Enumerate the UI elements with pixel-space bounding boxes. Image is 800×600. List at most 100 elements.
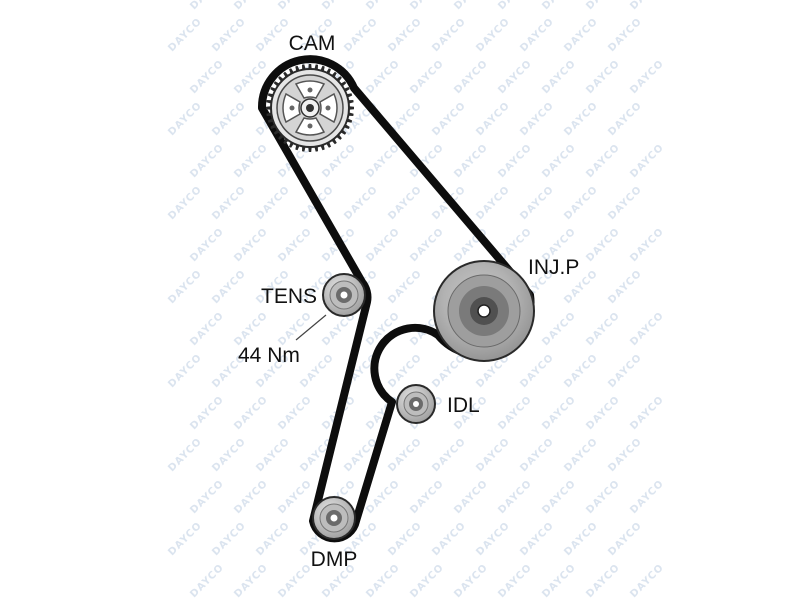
watermark-text: DAYCO bbox=[166, 184, 204, 222]
watermark-text: DAYCO bbox=[584, 394, 622, 432]
watermark-text: DAYCO bbox=[166, 268, 204, 306]
watermark-text: DAYCO bbox=[606, 268, 644, 306]
watermark-text: DAYCO bbox=[562, 100, 600, 138]
watermark-text: DAYCO bbox=[496, 478, 534, 516]
watermark-text: DAYCO bbox=[232, 310, 270, 348]
watermark-text: DAYCO bbox=[562, 352, 600, 390]
watermark-text: DAYCO bbox=[364, 226, 402, 264]
watermark-text: DAYCO bbox=[276, 562, 314, 600]
watermark-text: DAYCO bbox=[166, 100, 204, 138]
watermark-text: DAYCO bbox=[540, 310, 578, 348]
watermark-text: DAYCO bbox=[628, 310, 666, 348]
label-dmp: DMP bbox=[311, 548, 358, 571]
label-cam: CAM bbox=[289, 32, 336, 55]
watermark-text: DAYCO bbox=[562, 184, 600, 222]
watermark-text: DAYCO bbox=[562, 520, 600, 558]
watermark-text: DAYCO bbox=[320, 142, 358, 180]
watermark-text: DAYCO bbox=[386, 520, 424, 558]
watermark-text: DAYCO bbox=[562, 16, 600, 54]
watermark-text: DAYCO bbox=[408, 0, 446, 12]
watermark-text: DAYCO bbox=[628, 562, 666, 600]
watermark-text: DAYCO bbox=[166, 520, 204, 558]
watermark-text: DAYCO bbox=[342, 16, 380, 54]
watermark-text: DAYCO bbox=[452, 0, 490, 12]
watermark-text: DAYCO bbox=[584, 0, 622, 12]
watermark-text: DAYCO bbox=[430, 436, 468, 474]
watermark-text: DAYCO bbox=[452, 142, 490, 180]
watermark-text: DAYCO bbox=[254, 16, 292, 54]
watermark-text: DAYCO bbox=[298, 352, 336, 390]
watermark-text: DAYCO bbox=[540, 394, 578, 432]
watermark-text: DAYCO bbox=[628, 0, 666, 12]
watermark-text: DAYCO bbox=[188, 226, 226, 264]
damper-pulley bbox=[312, 496, 356, 540]
cam-sprocket-tooth bbox=[266, 106, 271, 110]
watermark-text: DAYCO bbox=[606, 436, 644, 474]
watermark-text: DAYCO bbox=[276, 478, 314, 516]
watermark-text: DAYCO bbox=[628, 142, 666, 180]
watermark-text: DAYCO bbox=[254, 184, 292, 222]
cam-sprocket-tooth bbox=[349, 106, 354, 110]
label-idl: IDL bbox=[447, 394, 480, 417]
watermark-text: DAYCO bbox=[474, 436, 512, 474]
watermark-text: DAYCO bbox=[232, 394, 270, 432]
watermark-text: DAYCO bbox=[232, 142, 270, 180]
watermark-text: DAYCO bbox=[518, 100, 556, 138]
label-torque: 44 Nm bbox=[238, 344, 300, 367]
label-injp: INJ.P bbox=[528, 256, 579, 279]
watermark-text: DAYCO bbox=[320, 0, 358, 12]
watermark-text: DAYCO bbox=[474, 520, 512, 558]
watermark-text: DAYCO bbox=[584, 226, 622, 264]
watermark-text: DAYCO bbox=[232, 0, 270, 12]
watermark-text: DAYCO bbox=[166, 352, 204, 390]
watermark-text: DAYCO bbox=[210, 16, 248, 54]
watermark-text: DAYCO bbox=[232, 478, 270, 516]
watermark-text: DAYCO bbox=[518, 436, 556, 474]
tensioner-pulley bbox=[322, 273, 366, 317]
watermark-text: DAYCO bbox=[430, 352, 468, 390]
watermark-text: DAYCO bbox=[210, 436, 248, 474]
watermark-text: DAYCO bbox=[188, 310, 226, 348]
watermark-text: DAYCO bbox=[518, 184, 556, 222]
watermark-text: DAYCO bbox=[452, 58, 490, 96]
cam-sprocket bbox=[266, 64, 354, 152]
watermark-text: DAYCO bbox=[364, 562, 402, 600]
watermark-text: DAYCO bbox=[540, 478, 578, 516]
watermark-text: DAYCO bbox=[606, 100, 644, 138]
watermark-text: DAYCO bbox=[606, 520, 644, 558]
watermark-text: DAYCO bbox=[386, 436, 424, 474]
watermark-text: DAYCO bbox=[386, 16, 424, 54]
watermark-text: DAYCO bbox=[628, 394, 666, 432]
watermark-text: DAYCO bbox=[606, 352, 644, 390]
watermark-text: DAYCO bbox=[606, 184, 644, 222]
watermark-text: DAYCO bbox=[584, 142, 622, 180]
watermark-text: DAYCO bbox=[584, 562, 622, 600]
watermark-text: DAYCO bbox=[408, 58, 446, 96]
watermark-text: DAYCO bbox=[210, 520, 248, 558]
watermark-text: DAYCO bbox=[430, 520, 468, 558]
watermark-text: DAYCO bbox=[254, 520, 292, 558]
watermark-text: DAYCO bbox=[408, 226, 446, 264]
watermark-text: DAYCO bbox=[430, 16, 468, 54]
watermark-text: DAYCO bbox=[540, 142, 578, 180]
watermark-text: DAYCO bbox=[496, 58, 534, 96]
watermark-text: DAYCO bbox=[452, 478, 490, 516]
watermark-text: DAYCO bbox=[342, 184, 380, 222]
watermark-text: DAYCO bbox=[364, 0, 402, 12]
watermark-text: DAYCO bbox=[518, 16, 556, 54]
watermark-text: DAYCO bbox=[518, 352, 556, 390]
watermark-text: DAYCO bbox=[232, 562, 270, 600]
watermark-text: DAYCO bbox=[210, 100, 248, 138]
watermark-text: DAYCO bbox=[408, 562, 446, 600]
watermark-text: DAYCO bbox=[276, 226, 314, 264]
watermark-text: DAYCO bbox=[386, 184, 424, 222]
watermark-text: DAYCO bbox=[166, 16, 204, 54]
watermark-text: DAYCO bbox=[364, 142, 402, 180]
watermark-text: DAYCO bbox=[430, 100, 468, 138]
watermark-text: DAYCO bbox=[628, 58, 666, 96]
watermark-text: DAYCO bbox=[474, 16, 512, 54]
watermark-text: DAYCO bbox=[364, 58, 402, 96]
cam-sprocket-tooth bbox=[308, 64, 312, 69]
watermark-text: DAYCO bbox=[188, 394, 226, 432]
